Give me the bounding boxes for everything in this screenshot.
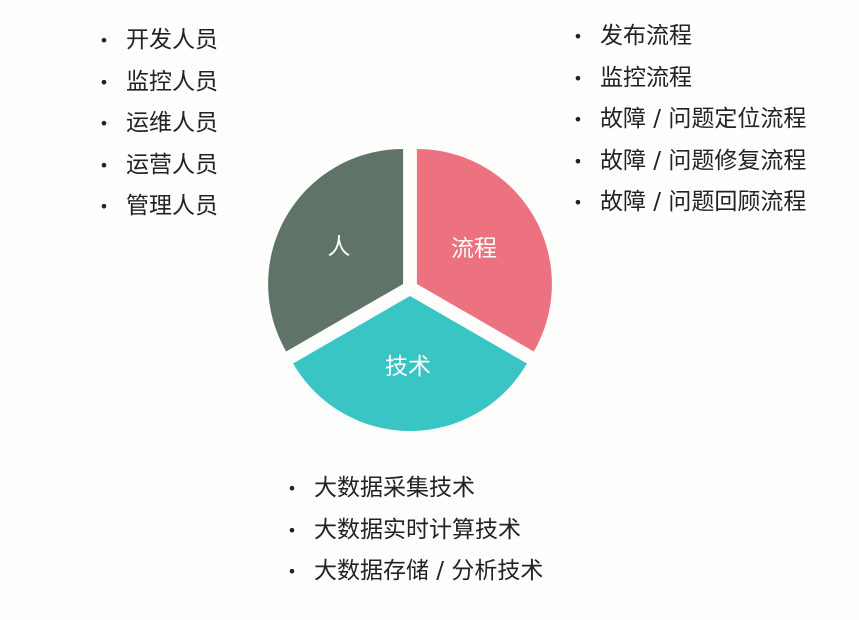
bullet-icon: • — [573, 110, 583, 129]
bullet-icon: • — [99, 72, 109, 92]
bullet-icon: • — [99, 155, 109, 175]
bullet-icon: • — [287, 520, 297, 540]
pie-label-technology: 技术 — [385, 354, 431, 380]
bullet-icon: • — [287, 479, 297, 498]
pie-slice-process — [416, 149, 552, 352]
pie-label-people: 人 — [328, 234, 351, 260]
bullet-icon: • — [573, 151, 583, 171]
bullet-icon: • — [573, 193, 583, 212]
bullet-icon: • — [99, 114, 109, 133]
bullet-icon: • — [573, 27, 583, 46]
bullet-icon: • — [99, 197, 109, 216]
pie-label-process: 流程 — [451, 236, 497, 262]
bullet-icon: • — [287, 562, 297, 581]
pie-slice-people — [268, 149, 404, 352]
bullet-icon: • — [99, 31, 109, 50]
bullet-icon: • — [573, 68, 583, 88]
pie-slice-technology — [293, 296, 527, 431]
